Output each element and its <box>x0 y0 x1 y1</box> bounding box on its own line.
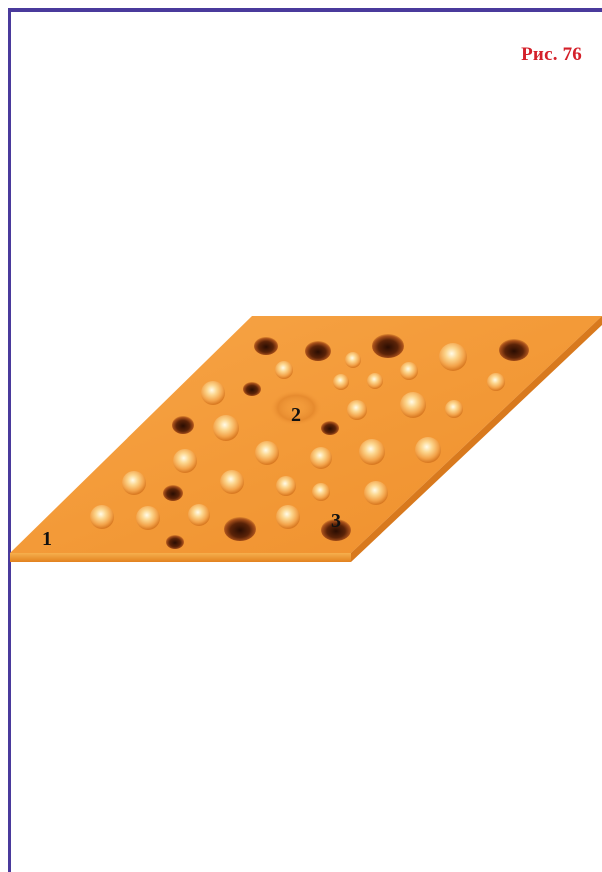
bump <box>276 476 296 496</box>
pit <box>499 339 529 361</box>
bump <box>367 373 383 389</box>
pit <box>172 416 194 434</box>
bump <box>439 343 467 371</box>
bump <box>201 381 225 405</box>
bump <box>255 441 279 465</box>
bump <box>136 506 160 530</box>
bump <box>220 470 244 494</box>
pit <box>305 341 331 361</box>
bump <box>359 439 385 465</box>
pit <box>243 382 261 396</box>
bump <box>173 449 197 473</box>
pit <box>224 517 256 541</box>
bump <box>310 447 332 469</box>
bump <box>400 392 426 418</box>
bump <box>122 471 146 495</box>
pit <box>163 485 183 501</box>
bump <box>487 373 505 391</box>
pit <box>321 421 339 435</box>
bump <box>276 505 300 529</box>
pit <box>166 535 184 549</box>
bump <box>347 400 367 420</box>
bump <box>188 504 210 526</box>
pit <box>372 334 404 358</box>
bump <box>415 437 441 463</box>
plate-front-edge <box>10 553 351 562</box>
bump <box>90 505 114 529</box>
label-1: 1 <box>42 528 52 550</box>
bump <box>213 415 239 441</box>
bump <box>312 483 330 501</box>
pit <box>254 337 278 355</box>
bump <box>333 374 349 390</box>
bump <box>345 352 361 368</box>
label-2: 2 <box>291 404 301 426</box>
bump <box>275 361 293 379</box>
label-3: 3 <box>331 510 341 532</box>
bump <box>400 362 418 380</box>
bump <box>364 481 388 505</box>
bump <box>445 400 463 418</box>
